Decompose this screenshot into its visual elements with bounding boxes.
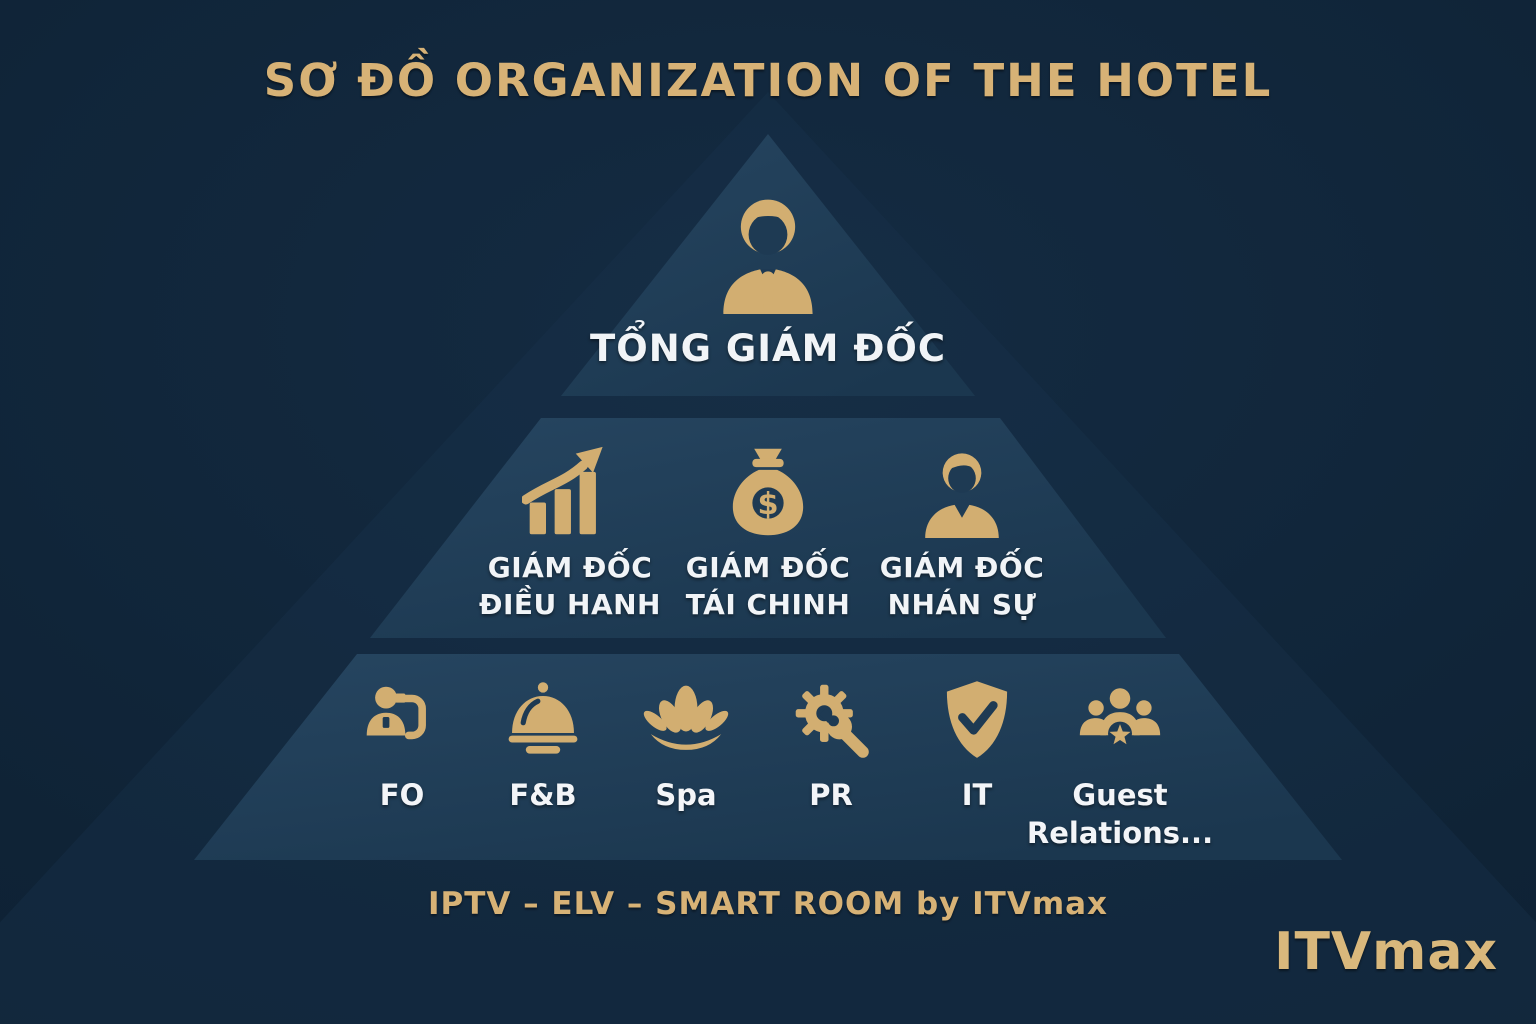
tier1-label: TỔNG GIÁM ĐỐC: [590, 327, 946, 370]
svg-text:$: $: [757, 487, 778, 522]
tier3-label-fnb: F&B: [509, 778, 577, 812]
executive-icon: [709, 186, 827, 314]
tier3-label-spa: Spa: [655, 778, 717, 812]
money-bag-icon: $: [722, 444, 814, 540]
pyramid-tier3-shape: [194, 654, 1342, 860]
food-beverage-icon: [500, 678, 586, 764]
front-office-icon: [360, 680, 444, 764]
spa-lotus-icon: [642, 676, 730, 764]
gear-wrench-icon: [789, 678, 873, 762]
tier3-label-guest-relations: Guest Relations...: [1026, 778, 1214, 850]
person-icon: [916, 444, 1008, 540]
pyramid-tier1-shape: [561, 134, 975, 396]
tier2-label-operations: GIÁM ĐỐC ĐIỀU HANH: [479, 551, 661, 621]
guest-relations-icon: [1073, 682, 1167, 768]
tier2-label-hr: GIÁM ĐỐC NHÁN SỰ: [879, 551, 1045, 621]
footer-tagline: IPTV – ELV – SMART ROOM by ITVmax: [427, 886, 1109, 922]
tier2-label-finance: GIÁM ĐỐC TÁI CHINH: [685, 551, 851, 621]
shield-check-icon: [934, 676, 1020, 764]
brand-logo: ITVmax: [1274, 922, 1498, 982]
page-title: SƠ ĐỒ ORGANIZATION OF THE HOTEL: [263, 54, 1273, 107]
growth-chart-icon: [521, 444, 618, 540]
tier3-label-pr: PR: [809, 778, 853, 812]
tier3-label-fo: FO: [379, 778, 425, 812]
tier3-label-it: IT: [961, 778, 993, 812]
